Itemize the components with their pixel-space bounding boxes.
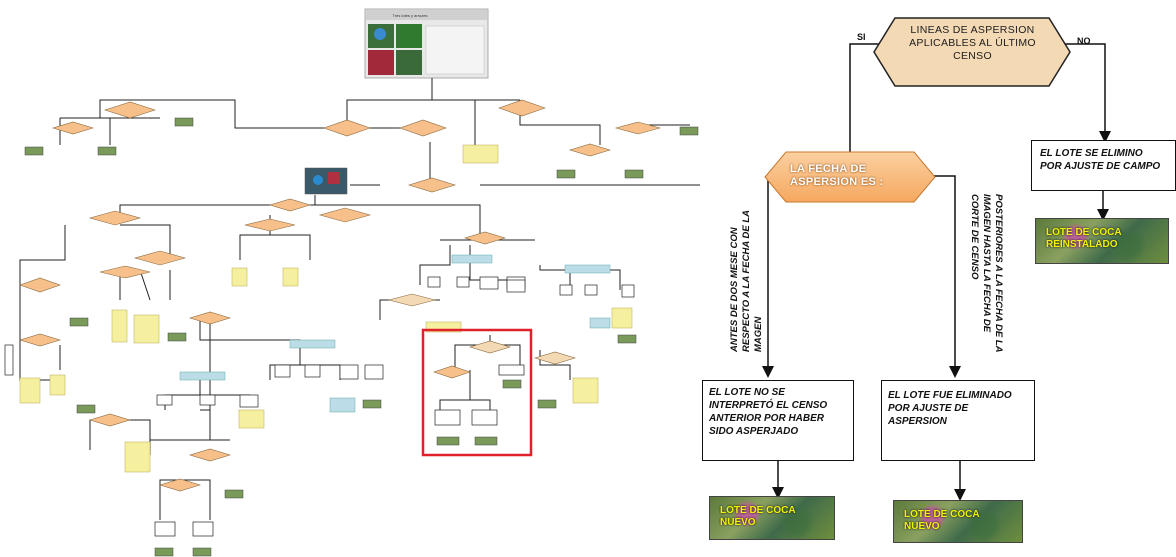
decision-top-label: LINEAS DE ASPERSION APLICABLES AL ÚLTIMO… (909, 24, 1036, 62)
edge-label-after: POSTERIORES A LA FECHA DE LA IMAGEN HAST… (969, 194, 1004, 353)
overview-small-image (304, 167, 348, 195)
decision-date-label: LA FECHA DE ASPERSION ES : (790, 163, 884, 188)
outcome-box-eliminated-aspersion: EL LOTE FUE ELIMINADO POR AJUSTE DE ASPE… (881, 380, 1035, 461)
result-lote-reinstalado: LOTE DE COCA REINSTALADO (1035, 218, 1169, 264)
result-lote-nuevo-mid: LOTE DE COCA NUEVO (893, 500, 1023, 543)
decision-diamond-date (764, 151, 936, 203)
decision-diamond-top (873, 17, 1071, 87)
highlight-box (421, 328, 533, 457)
overview-image-card (364, 8, 489, 79)
overview-diagram-thumbnail: Tres lotes y arrozes (4, 8, 700, 557)
edge-label-before: ANTES DE DOS MESE CON RESPECTO A LA FECH… (729, 210, 764, 352)
outcome-box-not-interpreted: EL LOTE NO SE INTERPRETÓ EL CENSO ANTERI… (702, 380, 854, 461)
outcome-box-eliminated-field: EL LOTE SE ELIMINO POR AJUSTE DE CAMPO (1031, 140, 1176, 191)
branch-no-label: NO (1077, 36, 1091, 46)
branch-yes-label: SI (857, 32, 866, 42)
result-lote-nuevo-left: LOTE DE COCA NUEVO (709, 496, 835, 540)
overview-title: Tres lotes y arrozes (393, 13, 428, 18)
